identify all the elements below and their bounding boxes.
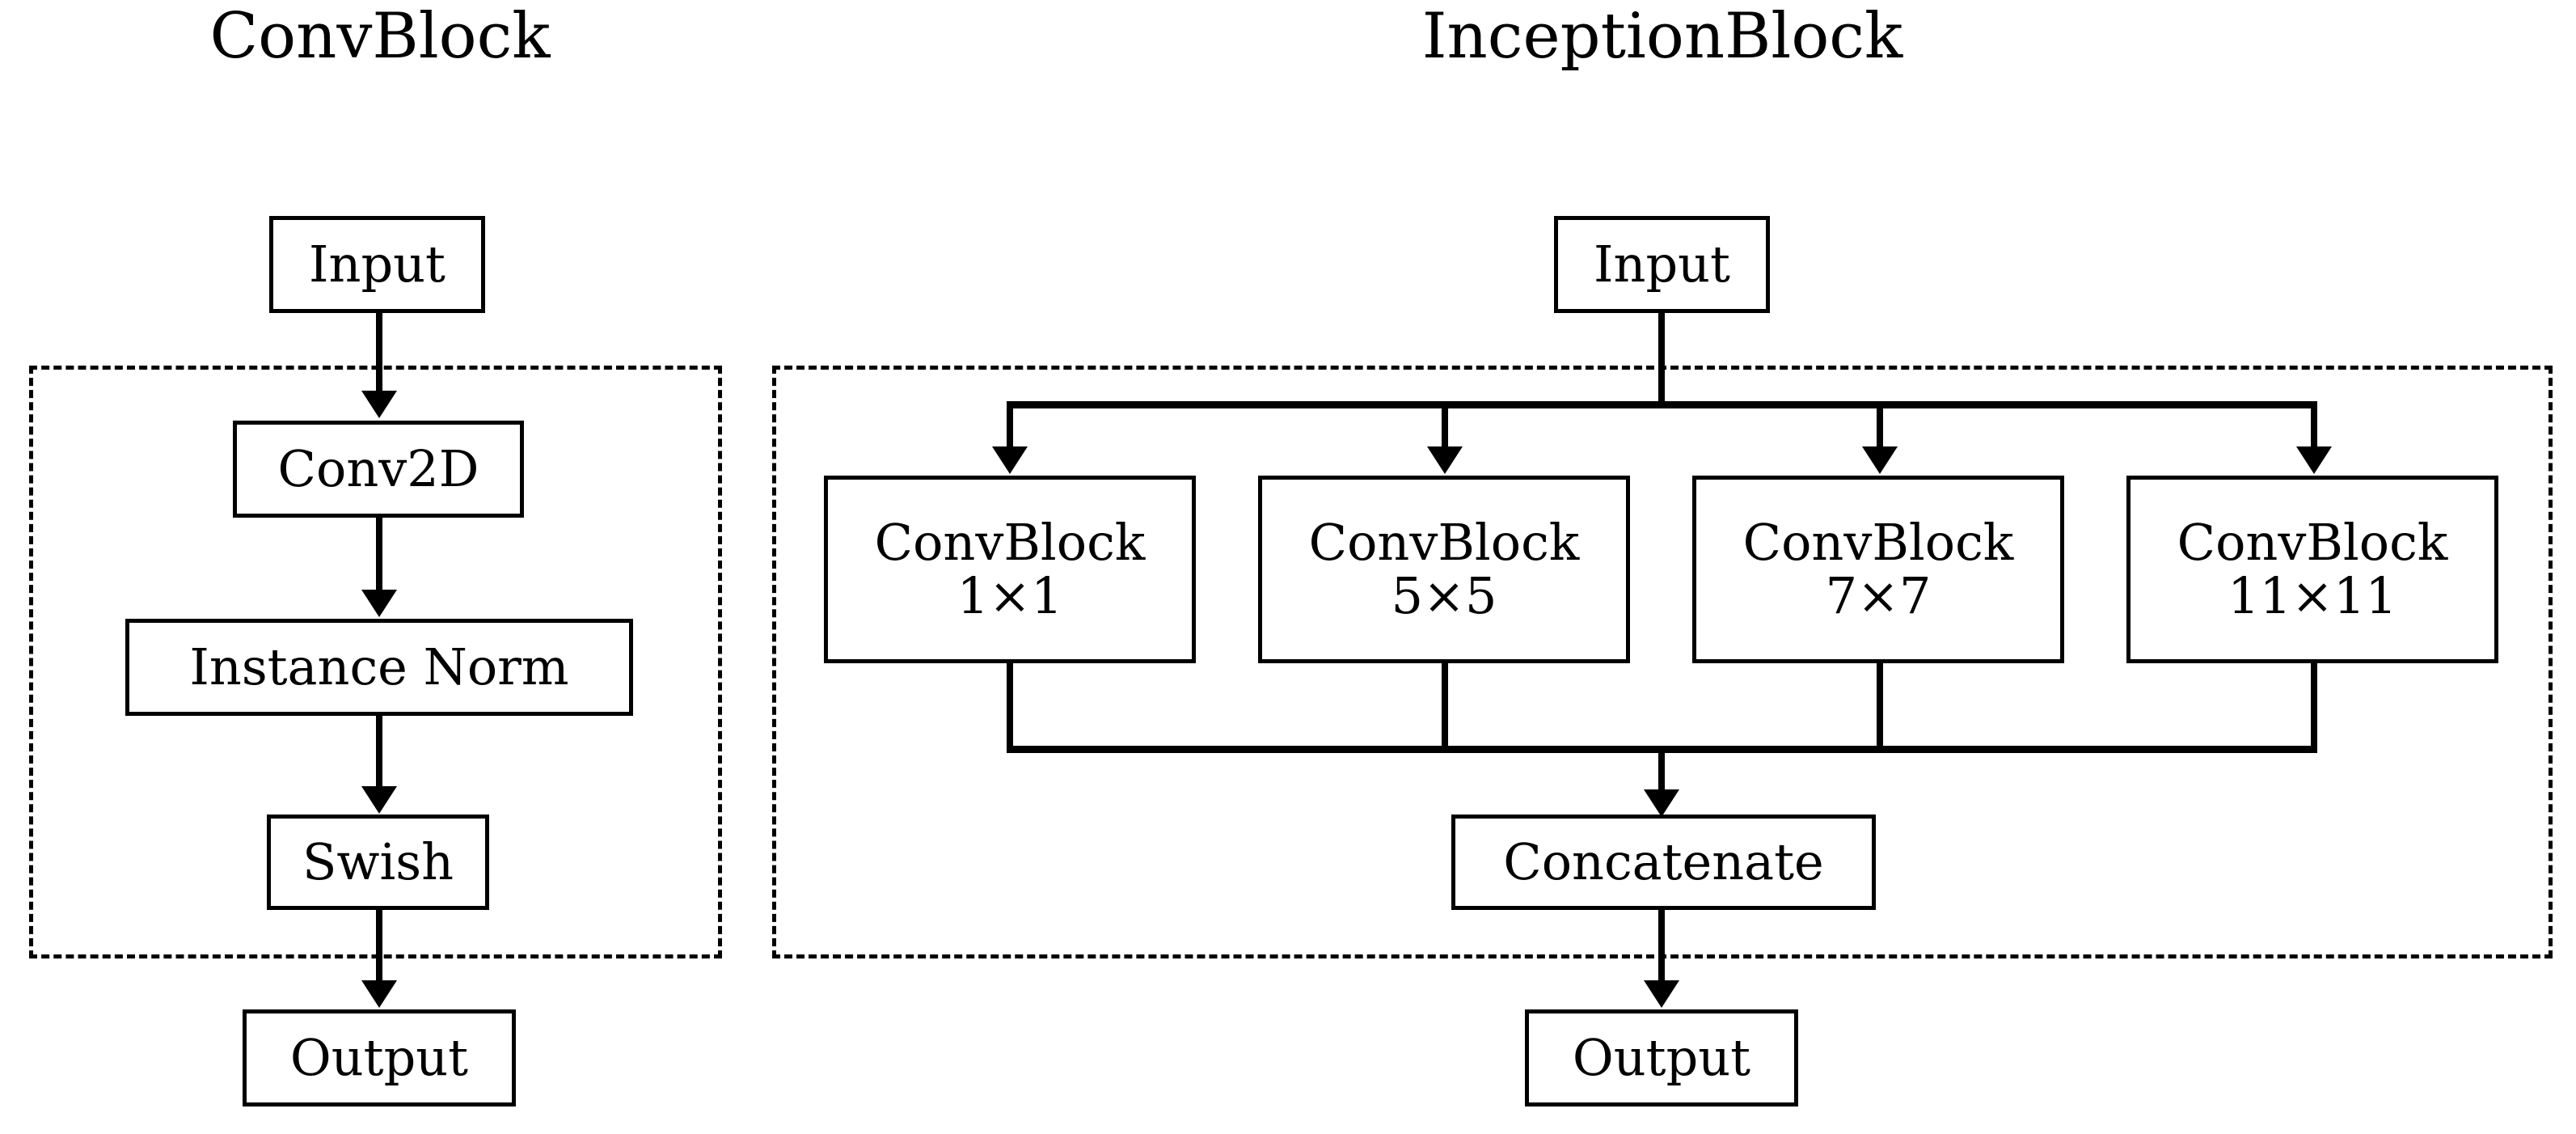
node-convblock-11x11[interactable]: ConvBlock 11×11 bbox=[2126, 476, 2498, 663]
node-left-output[interactable]: Output bbox=[243, 1009, 516, 1106]
edge-instancenorm-to-swish bbox=[376, 716, 382, 789]
node-label-line2: 5×5 bbox=[1391, 566, 1497, 625]
node-label: Output bbox=[1572, 1028, 1751, 1088]
node-conv2d[interactable]: Conv2D bbox=[233, 421, 524, 518]
node-instance-norm[interactable]: Instance Norm bbox=[125, 619, 633, 716]
node-label-line1: ConvBlock bbox=[2177, 513, 2448, 573]
convblock-dashed-group bbox=[29, 366, 722, 958]
arrowhead-conv2d-to-instancenorm bbox=[361, 590, 397, 617]
arrowhead-instancenorm-to-swish bbox=[361, 786, 397, 814]
arrowhead-merge-to-concatenate bbox=[1644, 789, 1679, 817]
arrowhead-branch-2 bbox=[1427, 446, 1463, 474]
node-label-line1: ConvBlock bbox=[1742, 513, 2014, 573]
edge-fanout-to-branch-3 bbox=[1877, 401, 1883, 451]
node-swish[interactable]: Swish bbox=[267, 815, 489, 910]
edge-branch-1-to-merge bbox=[1007, 663, 1013, 752]
edge-input-to-fanout bbox=[1658, 313, 1665, 408]
node-convblock-5x5[interactable]: ConvBlock 5×5 bbox=[1258, 476, 1630, 663]
arrowhead-branch-4 bbox=[2296, 446, 2332, 474]
arrowhead-swish-to-output bbox=[361, 980, 397, 1008]
edge-branch-3-to-merge bbox=[1877, 663, 1883, 752]
node-label: Instance Norm bbox=[189, 637, 569, 697]
node-label-line2: 7×7 bbox=[1825, 566, 1932, 625]
edge-input-to-conv2d bbox=[376, 313, 382, 394]
node-label-line2: 11×11 bbox=[2228, 566, 2397, 625]
node-label: Conv2D bbox=[277, 439, 479, 499]
node-convblock-7x7[interactable]: ConvBlock 7×7 bbox=[1692, 476, 2064, 663]
edge-conv2d-to-instancenorm bbox=[376, 518, 382, 592]
node-label-line1: ConvBlock bbox=[1308, 513, 1580, 573]
edge-fanout-to-branch-1 bbox=[1007, 401, 1013, 451]
node-label: Swish bbox=[302, 832, 454, 892]
arrowhead-concatenate-to-output bbox=[1644, 980, 1679, 1008]
page-title-convblock: ConvBlock bbox=[209, 0, 551, 73]
edge-branch-2-to-merge bbox=[1442, 663, 1448, 752]
edge-branch-4-to-merge bbox=[2311, 663, 2317, 752]
arrowhead-input-to-conv2d bbox=[361, 391, 397, 418]
arrowhead-branch-3 bbox=[1862, 446, 1898, 474]
edge-merge-to-concatenate bbox=[1658, 746, 1665, 796]
node-label: Input bbox=[1594, 235, 1730, 294]
node-label-line1: ConvBlock bbox=[874, 513, 1146, 573]
node-convblock-1x1[interactable]: ConvBlock 1×1 bbox=[824, 476, 1196, 663]
edge-swish-to-output bbox=[376, 910, 382, 983]
fanout-bus bbox=[1007, 401, 2317, 408]
edge-fanout-to-branch-2 bbox=[1442, 401, 1448, 451]
arrowhead-branch-1 bbox=[992, 446, 1028, 474]
node-right-input[interactable]: Input bbox=[1554, 216, 1770, 313]
node-label: Output bbox=[289, 1028, 469, 1088]
page-title-inceptionblock: InceptionBlock bbox=[1421, 0, 1903, 73]
node-label: Input bbox=[309, 235, 446, 294]
edge-fanout-to-branch-4 bbox=[2311, 401, 2317, 451]
node-left-input[interactable]: Input bbox=[269, 216, 485, 313]
node-label: Concatenate bbox=[1503, 832, 1824, 892]
node-concatenate[interactable]: Concatenate bbox=[1451, 815, 1876, 910]
edge-concatenate-to-output bbox=[1658, 910, 1665, 983]
node-right-output[interactable]: Output bbox=[1525, 1009, 1798, 1106]
node-label-line2: 1×1 bbox=[956, 566, 1063, 625]
